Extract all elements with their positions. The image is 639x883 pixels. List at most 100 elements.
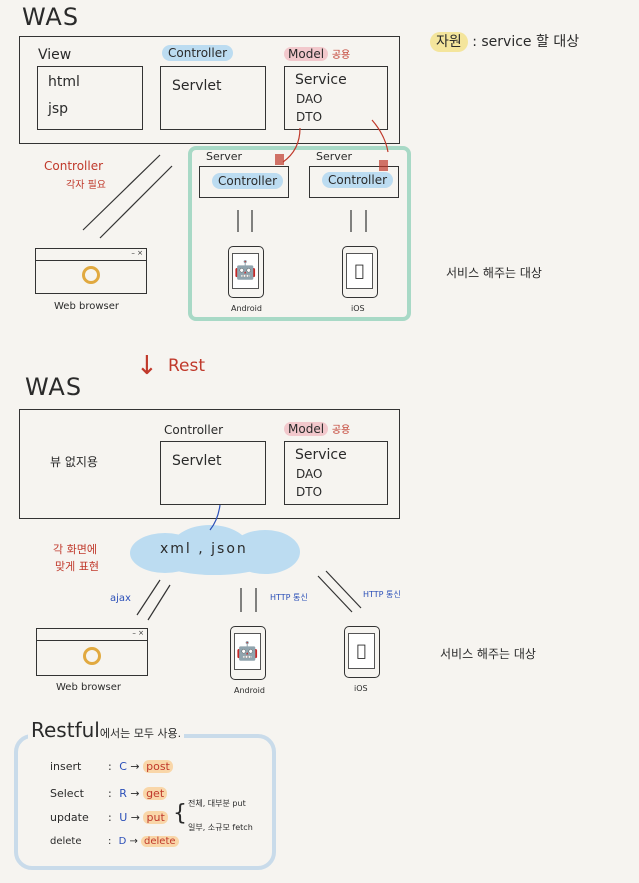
- crud-row-delete: delete: D → delete: [50, 836, 179, 847]
- http-label-2: HTTP 통신: [363, 590, 401, 599]
- android-label-top: Android: [231, 304, 262, 313]
- crud-op: Select: [50, 787, 84, 800]
- model-item-dao-bottom: DAO: [296, 467, 323, 481]
- model-item-dto-top: DTO: [296, 110, 323, 124]
- android-icon-bottom: 🤖: [234, 633, 261, 670]
- crud-method: get: [143, 787, 168, 800]
- resource-legend-text: : service 할 대상: [472, 34, 580, 50]
- arrow-ios-up-bottom: [317, 575, 353, 613]
- model-item-service-bottom: Service: [295, 447, 347, 463]
- browser-titlebar-top: – ×: [36, 249, 146, 261]
- crud-method: put: [143, 811, 168, 824]
- crud-row-update: update: U → put: [50, 811, 168, 824]
- resource-legend-key: 자원: [430, 32, 468, 52]
- server1-controller: Controller: [212, 173, 284, 189]
- was-box-bottom: [19, 409, 400, 519]
- controller-box-top: [160, 66, 266, 130]
- controller-label-top: Controller: [162, 45, 234, 61]
- chrome-icon-bottom: [83, 647, 101, 665]
- controller-note-line2: 각자 필요: [66, 180, 106, 191]
- crud-row-select: Select: R → get: [50, 787, 168, 800]
- red-arrow-model-server1: [282, 127, 301, 163]
- crud-method: post: [143, 760, 173, 773]
- server2-controller-text: Controller: [322, 172, 394, 188]
- arrow-browser-down-bottom: [147, 584, 171, 621]
- crud-op: delete: [50, 836, 82, 847]
- arrow-browser-up-bottom: [136, 579, 161, 616]
- rest-down-arrow-icon: ↓: [136, 351, 158, 381]
- model-shared-top: 공용: [331, 50, 351, 61]
- browser-titlebar-bottom: – ×: [37, 629, 147, 641]
- model-item-dto-bottom: DTO: [296, 485, 323, 499]
- apple-icon-bottom: : [348, 633, 375, 669]
- view-box: [37, 66, 143, 130]
- was-box-top: [19, 36, 400, 144]
- server1-controller-text: Controller: [212, 173, 284, 189]
- resource-legend: 자원 : service 할 대상: [430, 31, 580, 52]
- screen-note-line2: 맞게 표현: [55, 560, 99, 573]
- arrow-right-icon: →: [130, 811, 140, 824]
- crud-letter: R: [119, 787, 127, 800]
- red-arrow-model-server2: [371, 119, 389, 153]
- model-box-top: [284, 66, 388, 130]
- crud-letter: C: [119, 760, 127, 773]
- resource-icon-2: [379, 160, 388, 171]
- view-item-jsp: jsp: [48, 101, 69, 117]
- no-view-text: 뷰 없지용: [50, 455, 98, 469]
- server2-label: Server: [316, 150, 353, 163]
- http-label-1: HTTP 통신: [270, 593, 308, 602]
- arrow-was-to-browser: [99, 165, 173, 239]
- screen-note-line1: 각 화면에: [53, 543, 97, 556]
- resource-icon-1: [275, 154, 284, 165]
- crud-method: delete: [141, 836, 179, 847]
- arrow-browser-to-was: [82, 154, 161, 231]
- note-put: 전체, 대부분 put: [188, 799, 246, 808]
- service-target-top: 서비스 해주는 대상: [446, 266, 542, 280]
- browser-window-top: – ×: [35, 248, 147, 294]
- view-label: View: [38, 47, 72, 63]
- service-target-bottom: 서비스 해주는 대상: [440, 647, 536, 661]
- apple-icon-top: : [346, 253, 373, 289]
- rest-label: Rest: [168, 356, 206, 376]
- arrow-right-icon: →: [130, 760, 140, 773]
- cloud-text: xml , json: [160, 541, 248, 557]
- was-title-top: WAS: [22, 3, 80, 31]
- crud-row-insert: insert: C → post: [50, 760, 173, 773]
- browser-label-bottom: Web browser: [56, 682, 121, 693]
- android-label-bottom: Android: [234, 686, 265, 695]
- blue-arrow-servlet-cloud: [209, 504, 221, 531]
- android-icon-top: 🤖: [232, 253, 259, 289]
- model-label-bottom-text: Model: [284, 422, 329, 436]
- ios-label-top: iOS: [351, 304, 365, 313]
- server1-box: [199, 166, 289, 198]
- restful-title: Restful에서는 모두 사용.: [28, 718, 185, 742]
- note-fetch: 일부, 소규모 fetch: [188, 823, 253, 832]
- android-phone-top: 🤖: [228, 246, 264, 298]
- cloud-part: [160, 545, 270, 575]
- crud-op: insert: [50, 760, 82, 773]
- controller-label-bottom: Controller: [164, 423, 224, 437]
- model-label-top-text: Model: [284, 47, 329, 61]
- restful-title-suffix: 에서는 모두 사용.: [99, 727, 182, 740]
- crud-letter: D: [118, 836, 127, 847]
- arrow-right-icon: →: [130, 787, 140, 800]
- model-label-top: Model 공용: [284, 46, 350, 61]
- ajax-label: ajax: [110, 593, 131, 604]
- model-item-service-top: Service: [295, 72, 347, 88]
- model-label-bottom: Model 공용: [284, 421, 350, 436]
- server2-box: [309, 166, 399, 198]
- browser-label-top: Web browser: [54, 301, 119, 312]
- model-box-bottom: [284, 441, 388, 505]
- restful-title-text: Restful: [31, 718, 100, 742]
- ios-phone-top: : [342, 246, 378, 298]
- arrow-ios-down-bottom: [325, 570, 362, 609]
- crud-op: update: [50, 811, 89, 824]
- servlet-top: Servlet: [172, 78, 222, 94]
- android-phone-bottom: 🤖: [230, 626, 266, 680]
- ios-phone-bottom: : [344, 626, 380, 678]
- view-item-html: html: [48, 74, 80, 90]
- controller-box-bottom: [160, 441, 266, 505]
- ios-label-bottom: iOS: [354, 684, 368, 693]
- crud-letter: U: [119, 811, 128, 824]
